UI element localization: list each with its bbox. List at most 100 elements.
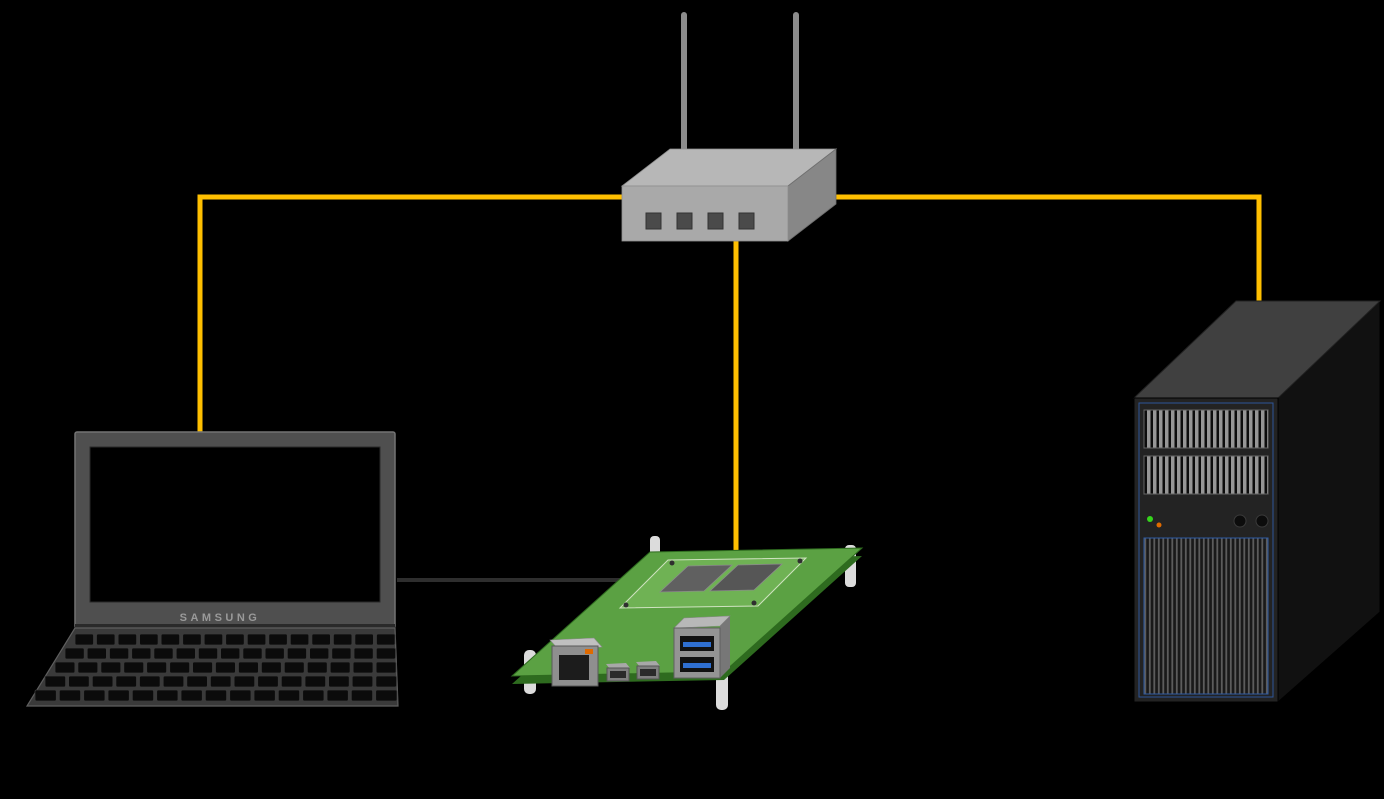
laptop-key [353, 647, 374, 660]
laptop-key [153, 647, 174, 660]
platform-standoff [669, 560, 675, 566]
laptop-key [264, 647, 285, 660]
laptop-key [283, 661, 305, 674]
laptop-key [311, 633, 331, 646]
laptop-key [277, 689, 300, 702]
laptop-key [197, 647, 218, 660]
laptop-key [376, 633, 396, 646]
laptop-key [186, 675, 208, 688]
server-node [1132, 299, 1382, 704]
laptop-key [139, 675, 161, 688]
laptop-key [268, 633, 288, 646]
server-led-orange [1156, 522, 1162, 528]
laptop-key [68, 675, 90, 688]
laptop-key [331, 647, 352, 660]
laptop-key [204, 689, 228, 702]
connector-opening [640, 669, 656, 676]
chip-left [658, 564, 734, 593]
laptop-key [332, 633, 353, 646]
server-reset-button [1255, 514, 1269, 528]
router-port [707, 212, 724, 230]
laptop-key [220, 647, 241, 660]
laptop-key [246, 633, 267, 646]
laptop-key [203, 633, 224, 646]
chip-right [708, 563, 784, 592]
laptop-key [169, 661, 190, 674]
laptop-key [326, 689, 349, 702]
cable-laptop-to-router [197, 194, 624, 433]
platform-standoff [623, 602, 629, 608]
laptop-key [375, 647, 396, 660]
laptop-key [328, 675, 350, 688]
router-antenna-left [681, 12, 687, 154]
cables [197, 194, 1262, 582]
server-vent-grille [1143, 537, 1269, 695]
laptop-key [74, 633, 94, 646]
router-port [738, 212, 755, 230]
laptop-key [304, 675, 327, 688]
laptop-key [139, 633, 159, 646]
laptop-key [180, 689, 203, 702]
laptop-key [115, 675, 137, 688]
laptop-key [375, 661, 397, 674]
connector-opening [610, 671, 626, 678]
laptop-hinge [75, 624, 395, 629]
laptop-key [229, 689, 252, 702]
laptop-key [86, 647, 107, 660]
laptop-key [354, 633, 374, 646]
usb-tongue-2 [683, 663, 711, 668]
laptop-key [306, 661, 328, 674]
router-port [645, 212, 662, 230]
laptop-key [91, 675, 114, 688]
laptop-key [209, 675, 232, 688]
usb-side [720, 616, 730, 678]
laptop-key [107, 689, 130, 702]
laptop-key [351, 675, 374, 688]
laptop-key [260, 661, 282, 674]
small-connector-2 [636, 661, 660, 680]
laptop-keyboard-keys [34, 633, 398, 702]
ethernet-opening [559, 655, 589, 680]
laptop-key [123, 661, 145, 674]
cable-router-to-server [834, 194, 1262, 305]
laptop-key [215, 661, 236, 674]
laptop-key [64, 647, 85, 660]
laptop-key [77, 661, 99, 674]
laptop-key [96, 633, 116, 646]
laptop-key [309, 647, 330, 660]
router-node [620, 12, 838, 242]
laptop-key [375, 689, 398, 702]
server-power-button [1233, 514, 1247, 528]
laptop-node: SAMSUNG [25, 431, 399, 707]
laptop-screen [89, 446, 381, 603]
laptop-key [109, 647, 130, 660]
laptop-key [242, 647, 263, 660]
laptop-key [100, 661, 122, 674]
laptop-key [175, 647, 196, 660]
usb-stack [673, 615, 731, 679]
router-ports [645, 212, 755, 230]
laptop-key [286, 647, 307, 660]
laptop-key [83, 689, 106, 702]
laptop-key [225, 633, 245, 646]
laptop-key [280, 675, 303, 688]
laptop-brand-label: SAMSUNG [180, 612, 261, 624]
laptop-key [146, 661, 167, 674]
laptop-key [131, 647, 152, 660]
laptop-key [375, 675, 397, 688]
usb-tongue-1 [683, 642, 711, 647]
laptop-key [302, 689, 325, 702]
laptop-key [233, 675, 256, 688]
laptop-key [182, 633, 202, 646]
router-port [676, 212, 693, 230]
platform-standoff [751, 600, 757, 606]
server-drive-bay-2 [1143, 455, 1269, 495]
laptop-key [238, 661, 259, 674]
router-antenna-right [793, 12, 799, 154]
laptop-key [257, 675, 279, 688]
laptop-key [253, 689, 276, 702]
platform-standoff [797, 558, 803, 564]
laptop-key [289, 633, 310, 646]
server-drive-bay-1 [1143, 409, 1269, 449]
